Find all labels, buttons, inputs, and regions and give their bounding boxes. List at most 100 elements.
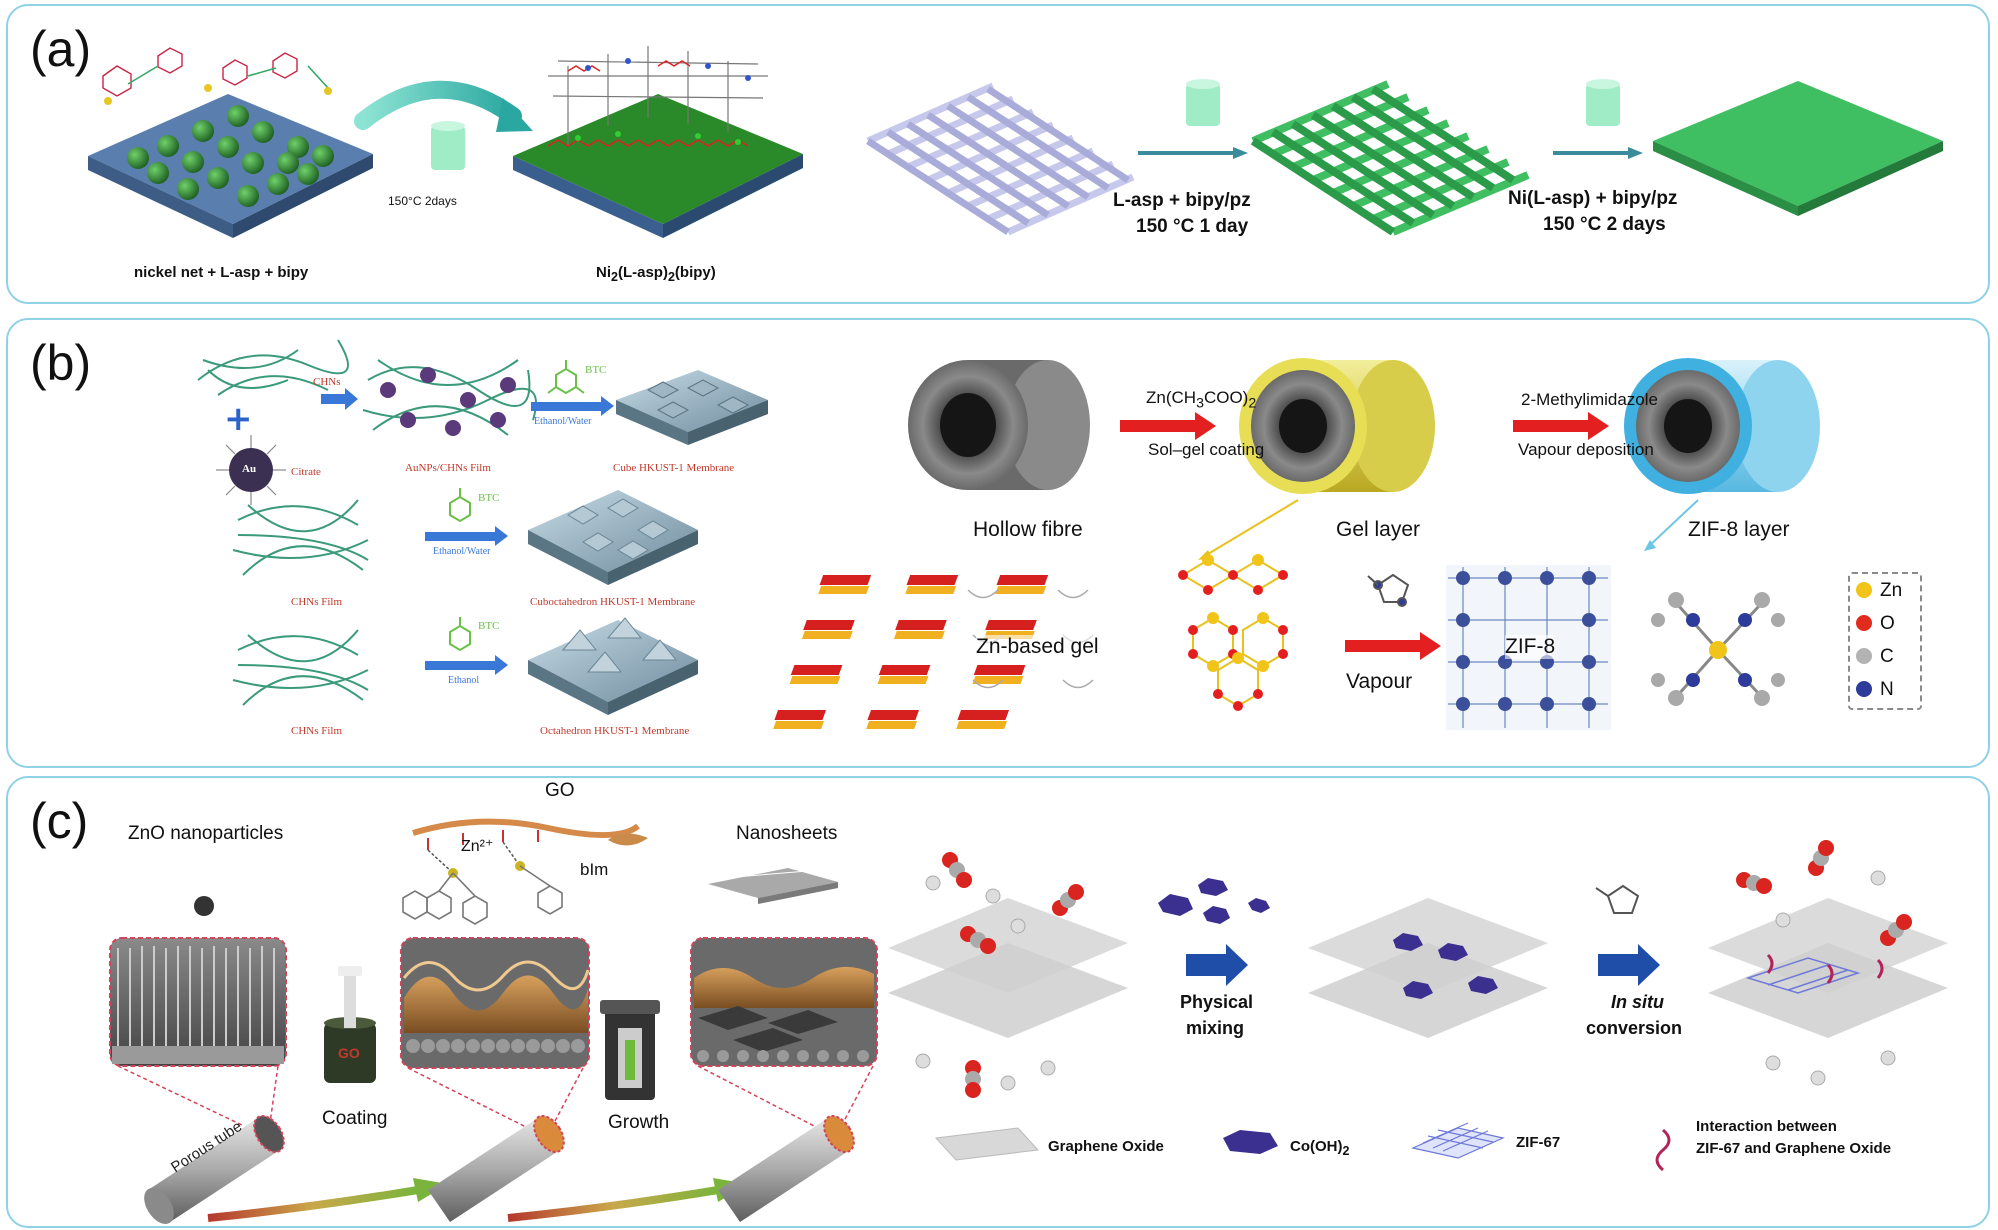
inset-go-coated-surface [400,937,590,1069]
go-zn-bim-structure [402,818,648,925]
btc-molecule-3 [449,617,471,652]
cuboctahedron-hkust-membrane [528,490,698,585]
go-sheets-1 [888,898,1128,1038]
label-membrane-2: Cuboctahedron HKUST-1 Membrane [530,596,696,608]
gas-molecules-1 [915,852,1084,1098]
gel-layer-fibre [1239,358,1435,494]
label-membrane-1: Cube HKUST-1 Membrane [613,462,735,474]
label-film-1: AuNPs/CHNs Film [405,462,491,474]
label-film-3: CHNs Film [291,725,343,737]
label-go: GO [545,780,575,801]
porous-tube [144,1114,285,1225]
btc-molecule-1 [547,360,585,395]
label-citrate: Citrate [291,466,321,478]
panel-b-graphics: + [197,339,1872,730]
reagent-2-methylimidazole: 2-Methylimidazole [1521,390,1658,409]
legend-n: N [1880,679,1894,700]
label-hollow-fibre: Hollow fibre [973,518,1083,541]
label-mixing: mixing [1186,1018,1245,1038]
blue-arrow-conversion [1598,944,1660,986]
nickel-net-illustration [88,47,373,238]
zif8-layer-fibre [1624,358,1820,494]
label-in-situ: In situ [1611,992,1664,1012]
panel-c-label: (c) [30,793,89,849]
plus-sign: + [224,399,253,439]
step1-conditions: 150 °C 1 day [1136,216,1249,237]
octahedron-hkust-membrane [528,617,698,715]
inset-nanosheet-surface [690,937,878,1067]
mof-film-illustration [513,46,803,238]
legend-zif67-swatch [1411,1122,1505,1159]
legend-zn: Zn [1880,580,1903,601]
label-film-2: CHNs Film [291,596,343,608]
step2-conditions: 150 °C 2 days [1543,214,1666,235]
legend-co-oh2: Co(OH)2 [1290,1138,1350,1158]
chns-film-2 [232,499,369,576]
beaker-icon-a2 [1186,79,1220,126]
label-membrane-3: Octahedron HKUST-1 Membrane [540,725,690,737]
go-coated-tube [428,1114,565,1222]
nanosheets-icon [708,863,838,904]
sweep-arrow-1 [207,1186,419,1222]
red-arrow-2 [1513,412,1609,440]
label-bim: bIm [580,860,609,879]
label-gel-layer: Gel layer [1336,518,1421,541]
co-oh2-hexagons [1158,878,1270,924]
legend-interaction-swatch [1655,1128,1671,1172]
legend-o: O [1880,613,1895,634]
chns-film-3 [232,629,369,706]
panel-b-label: (b) [30,335,92,391]
label-growth: Growth [608,1112,670,1133]
arrow-b3 [425,655,508,675]
label-au: Au [242,463,257,475]
arrow-b-blue-small [321,388,358,410]
label-btc-3: BTC [478,620,500,632]
cube-hkust-membrane [616,370,768,445]
label-chns: CHNs [313,376,341,388]
reagent-zinc-acetate: Zn(CH3COO)2 [1146,388,1257,412]
zn-oxide-lattice [1178,554,1288,711]
label-physical: Physical [1180,992,1254,1012]
hollow-fibre [908,360,1090,490]
atom-legend [1848,572,1922,710]
label-nanosheets: Nanosheets [736,823,838,844]
step-vapour-deposition: Vapour deposition [1518,440,1654,459]
label-zif8: ZIF-8 [1505,635,1556,659]
autoclave-icon [600,1000,660,1100]
temp-label-a1: 150°C 2days [388,194,457,208]
imidazole-icon-c [1595,884,1640,914]
panel-a: (a) 150°C 2days nickel net + L-asp + bip… [6,4,1990,304]
go-sheets-2 [1308,898,1548,1038]
arrow-a2 [1553,147,1643,159]
label-solvent-2: Ethanol/Water [433,546,491,557]
legend-c: C [1880,646,1894,667]
curved-arrow [354,80,522,130]
green-sheet [1653,81,1943,216]
caption-nickel-net: nickel net + L-asp + bipy [134,264,309,281]
panel-a-label: (a) [30,21,92,77]
zno-particle-icon [194,896,214,916]
label-solvent-3: Ethanol [448,675,480,686]
label-zn-gel: Zn-based gel [976,635,1099,659]
go-coating-jar [324,966,376,1083]
label-conversion: conversion [1586,1018,1683,1038]
step2-reagents: Ni(L-asp) + bipy/pz [1508,188,1678,209]
zn-based-gel-illustration [773,575,1094,729]
label-zno: ZnO nanoparticles [128,823,284,844]
legend-interaction-line1: Interaction between [1696,1118,1837,1135]
sweep-arrow-2 [507,1186,719,1222]
beaker-icon-a3 [1586,79,1620,126]
zn-coordination-unit [1651,592,1785,706]
nanosheet-tube [718,1114,855,1222]
label-solvent-1: Ethanol/Water [534,416,592,427]
blue-arrow-mixing [1186,944,1248,986]
arrow-a1 [1138,147,1248,159]
label-zif8-layer: ZIF-8 layer [1688,518,1790,541]
label-coating: Coating [322,1108,388,1129]
red-arrow-1 [1120,412,1216,440]
btc-molecule-2 [449,488,471,523]
imidazole-icon [1367,573,1410,607]
inset-porous-surface [109,937,287,1067]
chns-fibres-1 [197,339,349,396]
step-sol-gel: Sol–gel coating [1148,440,1265,459]
